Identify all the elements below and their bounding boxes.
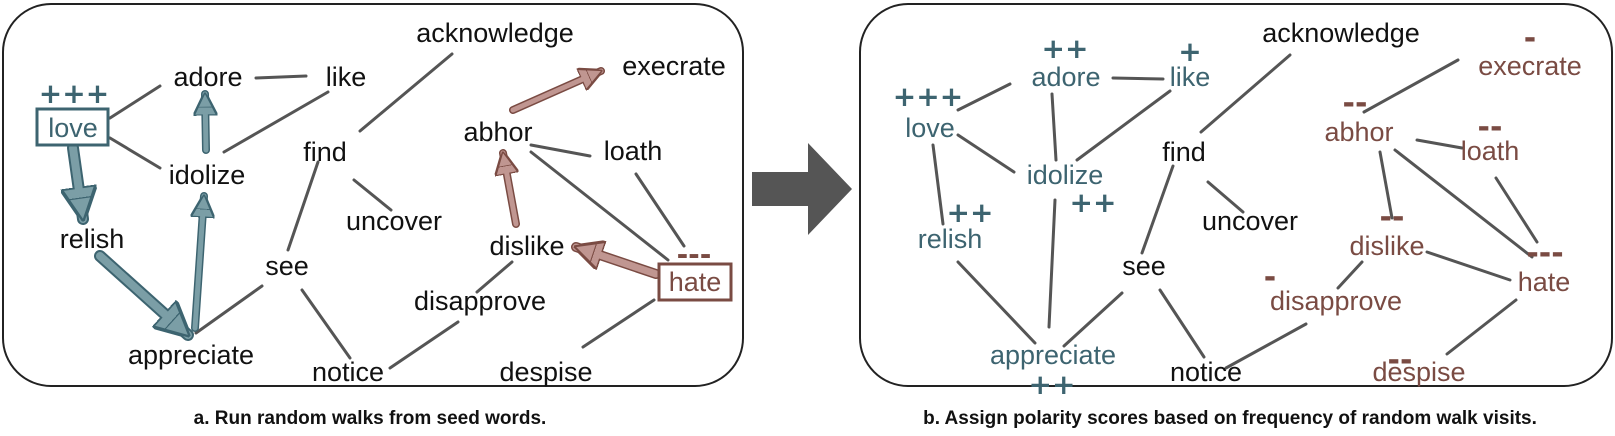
polarity-execrate: - (1524, 21, 1536, 56)
panel-b-frame (859, 3, 1613, 387)
word-idolize: idolize (169, 160, 246, 190)
panel-a-negative-walks (503, 67, 661, 279)
seed-box-hate (657, 262, 733, 302)
caption-b: b. Assign polarity scores based on frequ… (923, 408, 1537, 429)
word-like: like (326, 62, 367, 92)
panel-a-frame (2, 3, 744, 387)
word-b-notice: notice (1170, 357, 1242, 387)
walk-arrow-appreciate-idolize (195, 192, 204, 332)
word-b-acknowledge: acknowledge (1262, 18, 1420, 48)
word-b-see: see (1122, 251, 1166, 281)
polarity-love: +++ (893, 80, 963, 113)
polarity-like: + (1178, 35, 1201, 68)
word-b-find: find (1162, 137, 1206, 167)
seed-mark-love: +++ (39, 77, 109, 110)
word-despise: despise (499, 357, 592, 387)
word-b-like: like (1170, 62, 1211, 92)
panel-a-words: acknowledge adore like execrate love abh… (48, 18, 726, 387)
polarity-appreciate: ++ (1029, 368, 1076, 401)
panel-a-edges (108, 52, 686, 370)
word-b-disapprove: disapprove (1270, 286, 1402, 316)
walk-arrow-love-relish (73, 142, 83, 219)
polarity-relish: ++ (947, 196, 994, 229)
word-b-execrate: execrate (1478, 51, 1582, 81)
word-love: love (48, 113, 98, 143)
word-appreciate: appreciate (128, 340, 254, 370)
word-b-uncover: uncover (1202, 206, 1298, 236)
word-acknowledge: acknowledge (416, 18, 574, 48)
word-b-relish: relish (918, 224, 983, 254)
transition-arrow-icon (752, 143, 852, 235)
polarity-hate: --- (1526, 236, 1563, 271)
word-see: see (265, 251, 309, 281)
word-b-adore: adore (1031, 62, 1100, 92)
panel-b-edges (931, 53, 1539, 370)
word-find: find (303, 137, 347, 167)
word-b-hate: hate (1518, 267, 1571, 297)
word-b-loath: loath (1461, 136, 1520, 166)
walk-arrow-dislike-abhor (503, 153, 520, 228)
walk-arrow-abhor-execrate (509, 67, 601, 114)
word-b-dislike: dislike (1349, 231, 1424, 261)
caption-a: a. Run random walks from seed words. (194, 408, 547, 429)
walk-arrow-idolize-adore (205, 90, 206, 154)
seed-box-love (35, 107, 110, 147)
word-b-appreciate: appreciate (990, 340, 1116, 370)
polarity-adore: ++ (1042, 32, 1089, 65)
word-abhor: abhor (463, 117, 532, 147)
word-b-idolize: idolize (1027, 160, 1104, 190)
word-adore: adore (173, 62, 242, 92)
word-b-despise: despise (1372, 357, 1465, 387)
polarity-disapprove: - (1264, 260, 1276, 295)
polarity-dislike: -- (1380, 200, 1405, 235)
word-relish: relish (60, 224, 125, 254)
panel-a-positive-walks (73, 90, 206, 341)
word-loath: loath (604, 136, 663, 166)
word-b-abhor: abhor (1324, 117, 1393, 147)
polarity-abhor: -- (1343, 86, 1368, 121)
panel-b-polarity-marks: ++ + +++ ++ ++ ++ - -- -- -- - --- -- (893, 21, 1564, 401)
word-execrate: execrate (622, 51, 726, 81)
seed-mark-hate: --- (677, 238, 712, 271)
word-disapprove: disapprove (414, 286, 546, 316)
panel-b-words: acknowledge adore like execrate love abh… (905, 18, 1582, 387)
word-notice: notice (312, 357, 384, 387)
word-uncover: uncover (346, 206, 442, 236)
word-hate: hate (669, 267, 722, 297)
polarity-idolize: ++ (1070, 186, 1117, 219)
polarity-despise: -- (1388, 343, 1413, 378)
walk-arrow-hate-dislike (576, 247, 661, 279)
polarity-loath: -- (1478, 110, 1503, 145)
word-dislike: dislike (489, 231, 564, 261)
walk-arrow-relish-appreciate (94, 250, 194, 341)
word-b-love: love (905, 113, 955, 143)
